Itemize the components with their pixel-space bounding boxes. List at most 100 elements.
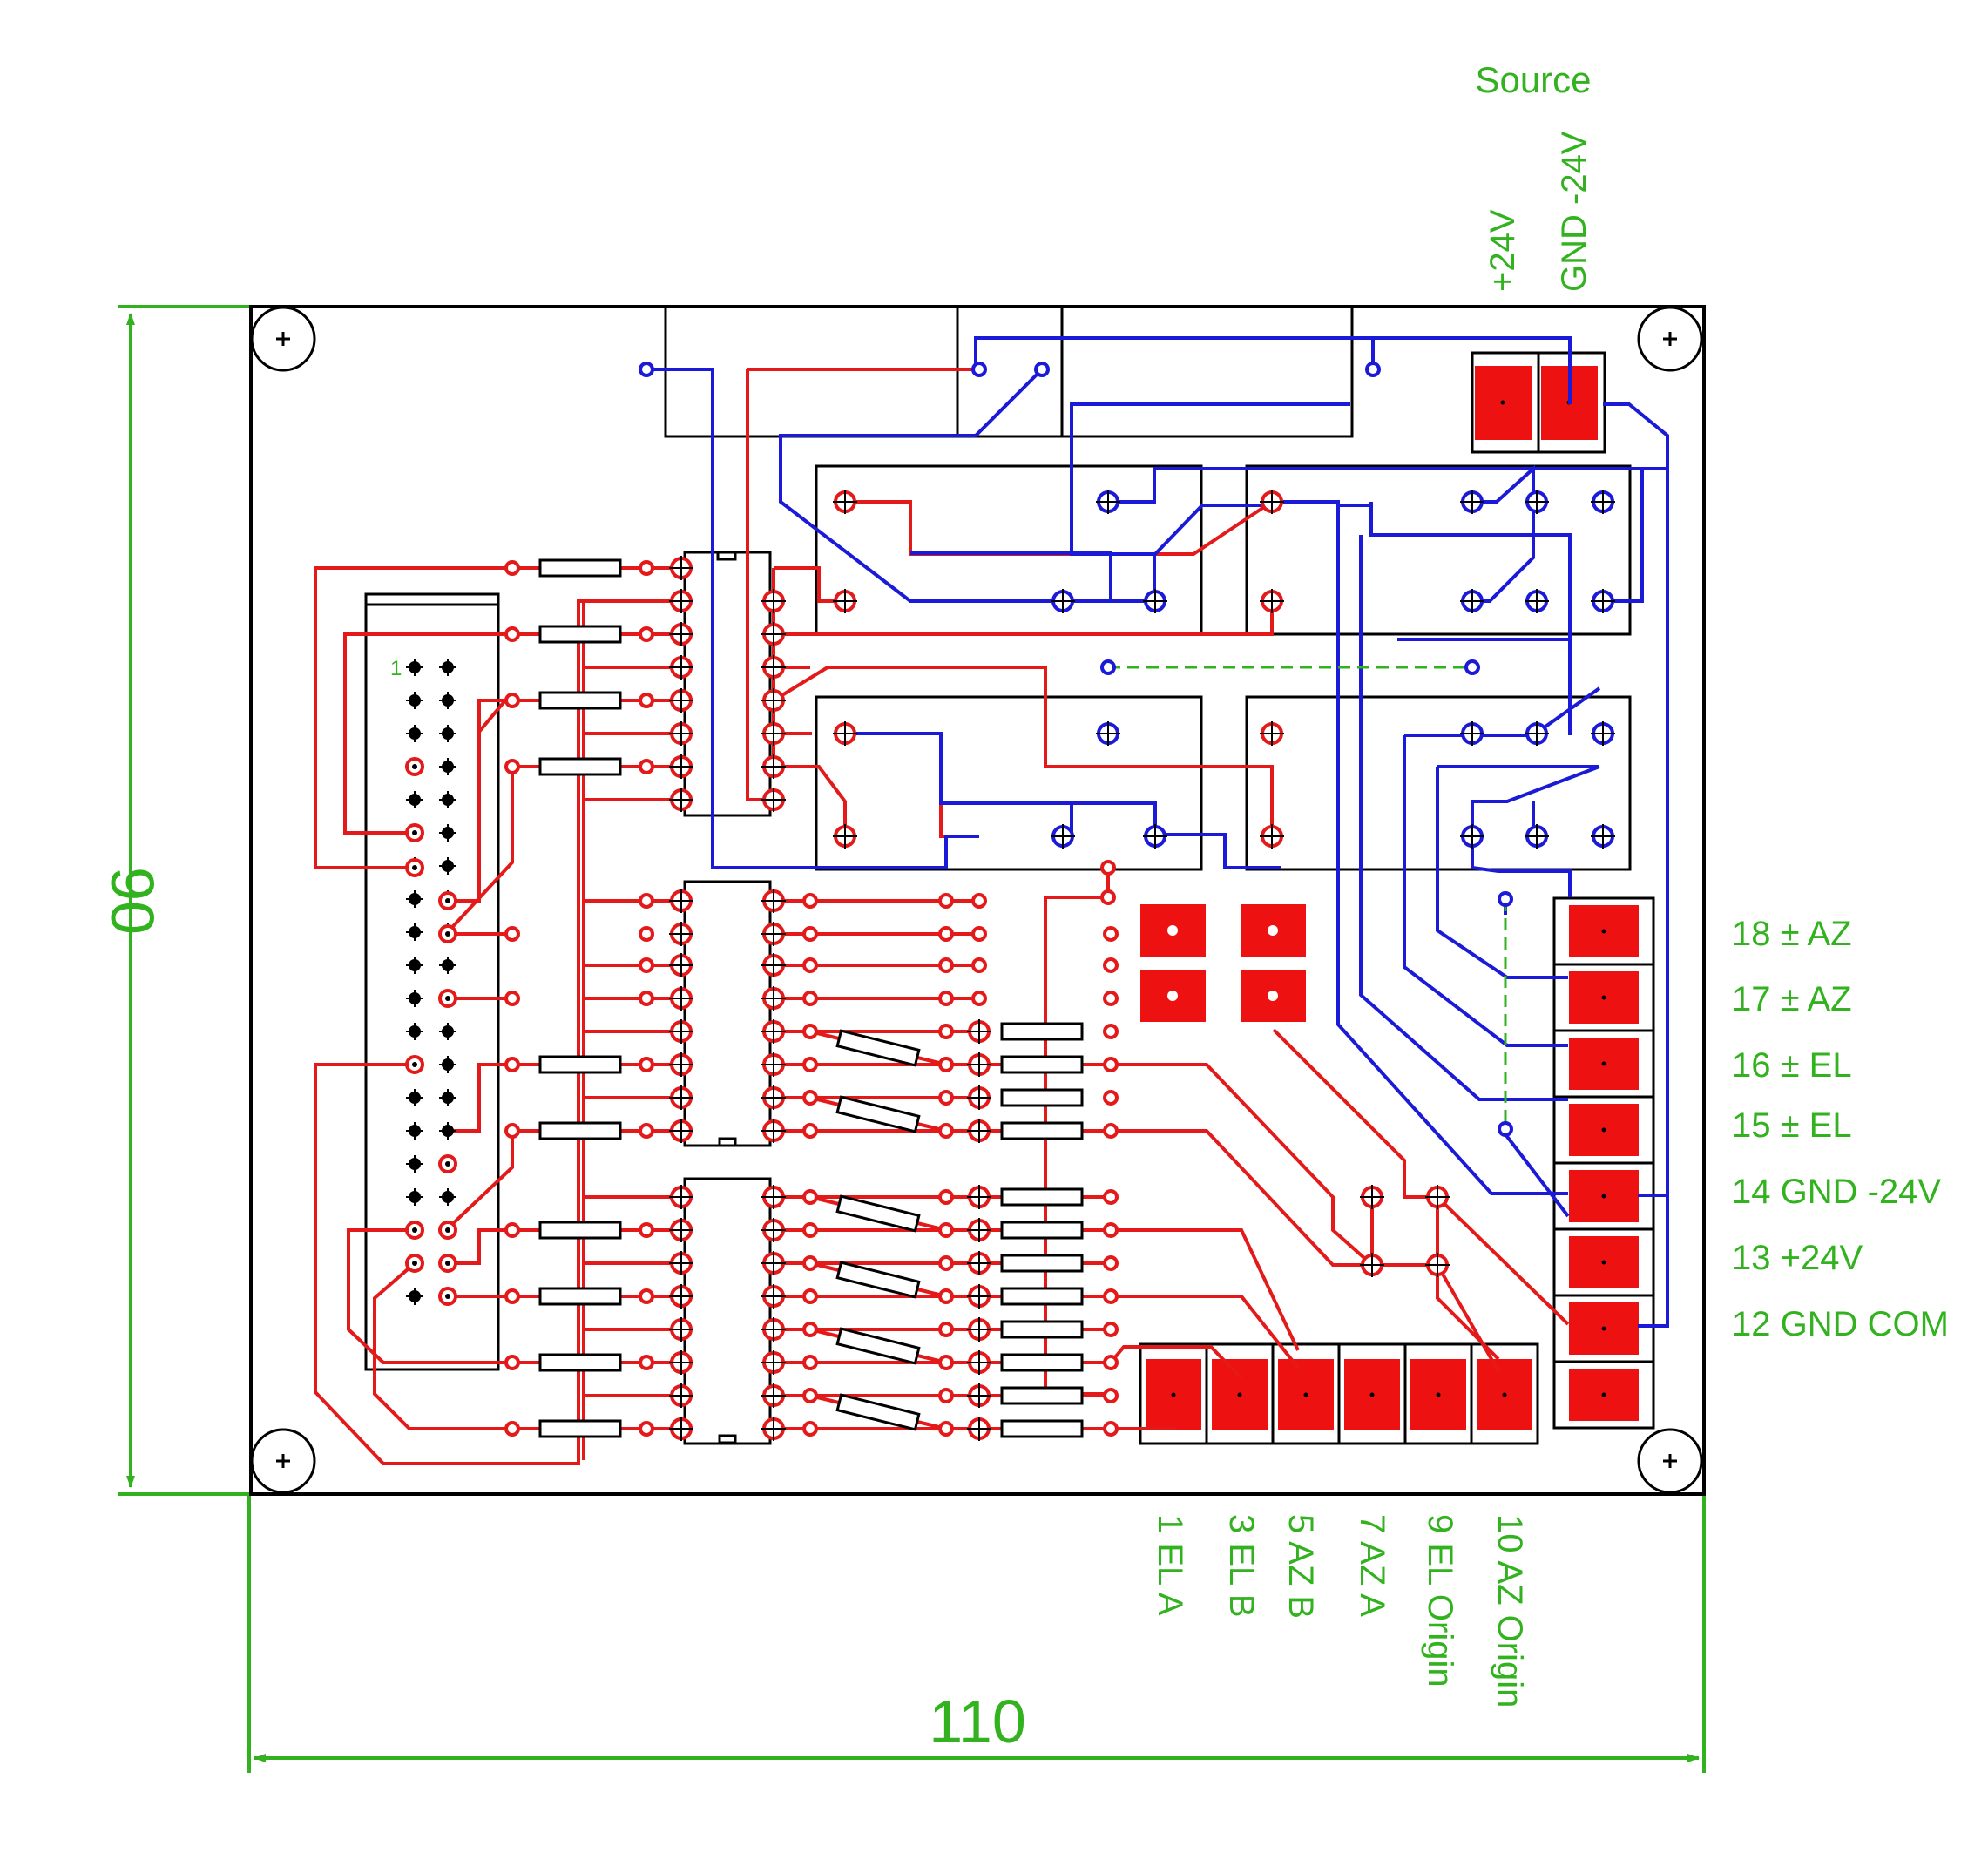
via — [938, 1024, 954, 1039]
resistor-body — [835, 1327, 921, 1365]
via — [639, 560, 654, 576]
resistor-body — [538, 1419, 622, 1438]
via — [971, 893, 987, 909]
via — [639, 1421, 654, 1437]
terminal-pad-dot — [1237, 1392, 1242, 1397]
via — [1103, 1288, 1119, 1304]
via — [639, 1222, 654, 1238]
resistor-body — [1000, 1187, 1084, 1207]
via — [802, 893, 818, 909]
terminal-pad-dot — [1601, 1061, 1606, 1066]
header-pin-highlight-dot — [445, 898, 450, 903]
via — [938, 1355, 954, 1370]
diagonal-resistor — [835, 1194, 921, 1233]
via — [938, 1288, 954, 1304]
via — [938, 1090, 954, 1106]
via — [504, 1222, 520, 1238]
right-terminal-label: 13 +24V — [1732, 1239, 1863, 1277]
terminal-pad-dot — [1502, 1392, 1507, 1397]
via — [504, 626, 520, 642]
source-title: Source — [1475, 59, 1591, 100]
resistor-body — [835, 1095, 921, 1133]
resistor-body — [538, 1055, 622, 1074]
resistor-body — [1000, 1221, 1084, 1240]
width-dimension-label: 110 — [929, 1687, 1026, 1755]
via — [938, 1222, 954, 1238]
via — [938, 957, 954, 973]
via — [639, 693, 654, 708]
header-pin-highlight-dot — [445, 1161, 450, 1167]
terminal-pad-dot — [1601, 1127, 1606, 1133]
via — [504, 560, 520, 576]
via — [639, 362, 654, 377]
resistor-body — [538, 691, 622, 710]
via — [938, 1255, 954, 1271]
bottom-terminal-label: 9 EL Origin — [1421, 1514, 1459, 1687]
resistor-body — [835, 1029, 921, 1067]
via — [1464, 659, 1480, 675]
terminal-pad-dot — [1601, 1326, 1606, 1331]
dimension-lines — [118, 305, 1706, 1773]
via — [1100, 860, 1116, 876]
via — [938, 1388, 954, 1403]
via — [938, 1123, 954, 1139]
terminal-cell — [1470, 1342, 1539, 1445]
bottom-terminal-pads — [1139, 400, 1572, 1445]
vias — [504, 362, 1615, 1441]
right-terminal-labels: 18 ± AZ 17 ± AZ 16 ± EL 15 ± EL 14 GND -… — [1732, 915, 1949, 1343]
pad-hole — [1167, 925, 1178, 936]
via — [802, 1222, 818, 1238]
via — [938, 926, 954, 942]
resistor-body — [538, 1121, 622, 1140]
via — [504, 926, 520, 942]
via — [1100, 889, 1116, 905]
via — [802, 1355, 818, 1370]
via — [1103, 1057, 1119, 1072]
bottom-terminal-label: 1 EL A — [1151, 1514, 1189, 1616]
via — [504, 693, 520, 708]
via — [639, 926, 654, 942]
diagonal-resistor — [835, 1393, 921, 1431]
via — [1103, 1090, 1119, 1106]
resistor-body — [1000, 1254, 1084, 1273]
pad-hole — [1268, 925, 1278, 936]
via — [971, 991, 987, 1006]
resistor-body — [835, 1194, 921, 1233]
via — [639, 991, 654, 1006]
resistor-body — [1000, 1287, 1084, 1306]
resistor-body — [538, 1287, 622, 1306]
resistor-body — [1000, 1022, 1084, 1041]
header-pin-highlight-dot — [445, 1294, 450, 1299]
via — [1034, 362, 1050, 377]
terminal-pad-dot — [1601, 995, 1606, 1000]
header-pin-highlight-dot — [445, 996, 450, 1001]
resistor-body — [1000, 1419, 1084, 1438]
via — [802, 1255, 818, 1271]
via — [802, 926, 818, 942]
terminal-pad-dot — [1171, 1392, 1176, 1397]
resistor-body — [835, 1393, 921, 1431]
component-outlines — [364, 305, 1655, 1445]
via — [1103, 926, 1119, 942]
resistor-body — [538, 558, 622, 578]
via — [1103, 1355, 1119, 1370]
header-pin-highlight-dot — [445, 1261, 450, 1266]
via — [802, 957, 818, 973]
header-pin-highlight-dot — [412, 1261, 417, 1266]
via — [938, 893, 954, 909]
via — [802, 1388, 818, 1403]
via — [639, 759, 654, 774]
terminal-pad-dot — [1601, 1392, 1606, 1397]
via — [504, 1355, 520, 1370]
blue-traces — [646, 336, 1669, 1328]
via — [639, 1288, 654, 1304]
header-pin-highlight-dot — [412, 830, 417, 835]
right-terminal-label: 15 ± EL — [1732, 1106, 1852, 1145]
terminal-pads — [1140, 366, 1598, 1022]
bottom-terminal-labels: 1 EL A 3 EL B 5 AZ B 7 AZ A 9 EL Origin … — [1151, 1514, 1529, 1708]
bottom-terminal-label: 5 AZ B — [1281, 1514, 1320, 1619]
header-pin-highlight-dot — [412, 1062, 417, 1067]
resistor-body — [1000, 1353, 1084, 1372]
